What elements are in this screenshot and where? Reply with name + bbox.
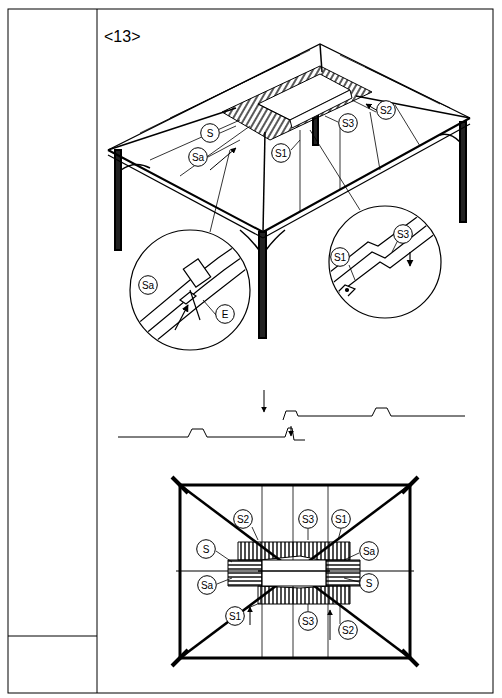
callout-text: S3 [298, 514, 318, 525]
callout-text: Sa [197, 580, 217, 591]
callout-circle-shape [331, 248, 350, 267]
callout-circle: S1 [330, 247, 350, 267]
callout-circle: Sa [138, 275, 158, 295]
callout-circle-shape [198, 576, 217, 595]
callout-text: E [215, 309, 235, 320]
callout-circle-shape [332, 510, 351, 529]
callout-circle: S3 [298, 611, 318, 631]
step-number: <13> [104, 28, 140, 46]
leader-line [208, 100, 376, 157]
callout-circle-shape [197, 540, 216, 559]
callout-text: Sa [138, 280, 158, 291]
callout-circle: S2 [233, 509, 253, 529]
callout-text: Sa [359, 546, 379, 557]
callout-circle: S3 [298, 509, 318, 529]
callout-text: S [196, 544, 216, 555]
callout-text: S3 [298, 616, 318, 627]
callout-circle-shape [299, 510, 318, 529]
callout-text: S2 [376, 105, 396, 116]
callout-circle: S1 [331, 509, 351, 529]
roof-panels [222, 66, 372, 140]
callout-circle: S3 [393, 224, 413, 244]
callout-text: S [359, 578, 379, 589]
callout-circle: Sa [197, 575, 217, 595]
callout-circle-shape [339, 621, 358, 640]
callout-circle: S2 [376, 100, 396, 120]
detail-view [329, 200, 441, 318]
callout-circle-shape [272, 144, 291, 163]
callout-circle-shape [139, 276, 158, 295]
callout-circle-shape [377, 101, 396, 120]
callout-text: Sa [188, 152, 208, 163]
callout-circle-shape [339, 114, 358, 133]
direction-arrow [210, 104, 390, 170]
callout-circle: Sa [359, 541, 379, 561]
callout-circle-shape [394, 225, 413, 244]
callout-circle-shape [201, 124, 220, 143]
callout-circle: S3 [338, 113, 358, 133]
callout-text: S2 [233, 514, 253, 525]
callout-text: S1 [225, 611, 245, 622]
callout-circle: S1 [225, 606, 245, 626]
callout-circle: S2 [338, 620, 358, 640]
callout-text: S3 [393, 229, 413, 240]
callout-text: S1 [331, 514, 351, 525]
callout-circle-shape [216, 305, 235, 324]
callout-circle-shape [360, 542, 379, 561]
callout-text: S [200, 128, 220, 139]
callout-circle-shape [234, 510, 253, 529]
callout-text: S1 [330, 252, 350, 263]
callout-circle: S1 [271, 143, 291, 163]
callout-circle: S [196, 539, 216, 559]
page-frame [8, 9, 493, 693]
callout-circle-shape [189, 148, 208, 167]
callout-circle: E [215, 304, 235, 324]
callout-text: S2 [338, 625, 358, 636]
callout-text: S1 [271, 148, 291, 159]
callout-circle-shape [226, 607, 245, 626]
callout-circle: S [200, 123, 220, 143]
zoom-line [210, 130, 360, 232]
panel-profile [118, 390, 465, 440]
callout-circle: S [359, 573, 379, 593]
callout-text: S3 [338, 118, 358, 129]
plan-view [172, 477, 418, 666]
callout-circle: Sa [188, 147, 208, 167]
callout-circle-shape [360, 574, 379, 593]
callout-circle-shape [299, 612, 318, 631]
detail-view [130, 230, 252, 350]
